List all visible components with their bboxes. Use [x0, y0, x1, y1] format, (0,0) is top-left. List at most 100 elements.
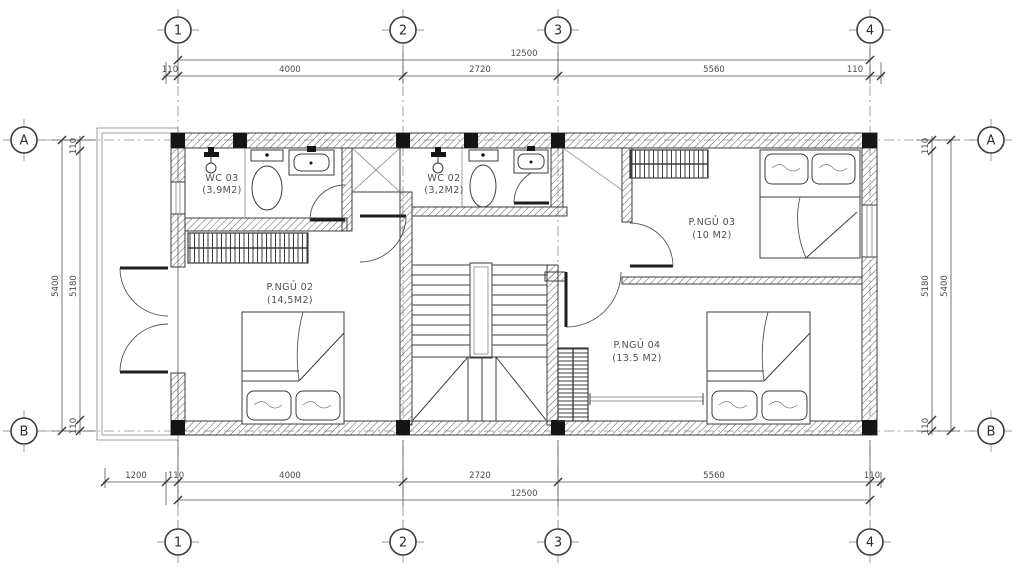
- grid-label: 1: [174, 24, 182, 39]
- grid-label: A: [987, 134, 996, 149]
- dim-total-bottom: 12500: [510, 489, 537, 499]
- room-area: (14,5M2): [267, 295, 313, 306]
- pillow: [711, 390, 758, 421]
- dim-segment: 2720: [469, 65, 491, 75]
- shower-icon: [204, 147, 219, 174]
- wall-top: [170, 132, 878, 149]
- grid-label: 4: [866, 536, 874, 551]
- room-label-wc02: WC 02 (3,2M2): [424, 173, 464, 196]
- column: [233, 133, 247, 148]
- dim-offset: 110: [69, 418, 79, 434]
- door-wc03: [309, 184, 346, 222]
- wall-left-3: [170, 372, 186, 422]
- dim-side-inner: 5180: [69, 275, 79, 297]
- window-left: [170, 181, 186, 215]
- dim-segment: 4000: [279, 471, 301, 481]
- dimensions-top: 12500 110 4000 2720 5560 110: [161, 46, 886, 84]
- columns: [171, 133, 877, 435]
- column: [396, 133, 410, 148]
- dim-segment: 110: [168, 471, 184, 481]
- dim-offset: 110: [921, 418, 931, 434]
- pillow: [761, 390, 808, 421]
- grid-bubble-2-bottom: 2: [382, 521, 424, 563]
- stair-handrail: [469, 262, 493, 359]
- grid-bubble-B-left: B: [3, 410, 45, 452]
- closet-icon: [351, 147, 401, 193]
- column: [171, 133, 185, 148]
- dim-segment: 1200: [125, 471, 147, 481]
- grid-label: 1: [174, 536, 182, 551]
- wall-left-1: [170, 147, 186, 183]
- doors: [119, 167, 674, 374]
- grid-bubble-4-bottom: 4: [849, 521, 891, 563]
- grid-bubble-A-left: A: [3, 119, 45, 161]
- walls: [170, 132, 878, 436]
- dim-segment: 4000: [279, 65, 301, 75]
- grid-bubbles: 1 2 3 4 1 2 3 4 A B: [3, 9, 1012, 563]
- dimensions-right: 110 5180 110 5400: [916, 135, 960, 436]
- grid-label: 3: [554, 536, 562, 551]
- shower-icon: [431, 147, 446, 174]
- dimensions-bottom: 1200 110 4000 2720 5560 110 12500: [100, 440, 886, 506]
- dim-segment: 5560: [703, 65, 725, 75]
- railing-icon: [557, 347, 589, 422]
- bed-icon: [241, 311, 345, 425]
- column: [551, 420, 565, 435]
- grid-bubble-A-right: A: [970, 119, 1012, 161]
- dim-total-top: 12500: [510, 49, 537, 59]
- sink-icon: [513, 146, 549, 174]
- column: [551, 133, 565, 148]
- grid-bubble-4-top: 4: [849, 9, 891, 51]
- wall-stair-top: [411, 206, 568, 217]
- grid-bubble-B-right: B: [970, 410, 1012, 452]
- dim-offset: 110: [69, 138, 79, 154]
- dim-side-outer: 5400: [51, 275, 61, 297]
- room-name: P.NGỦ 02: [267, 281, 314, 293]
- grid-bubble-1-bottom: 1: [157, 521, 199, 563]
- wardrobe-icon: [187, 232, 309, 264]
- toilet-icon: [468, 149, 499, 208]
- pillow: [811, 153, 856, 185]
- door-balcony-double: [119, 266, 169, 374]
- wall-grid3-upper: [550, 147, 564, 208]
- dim-segment: 110: [162, 65, 178, 75]
- fixtures: [204, 146, 549, 218]
- window-right: [861, 204, 878, 258]
- grid-bubble-3-top: 3: [537, 9, 579, 51]
- room-area: (3,2M2): [424, 185, 464, 196]
- wall-grid2: [399, 191, 413, 426]
- balcony: [96, 127, 179, 441]
- room-area: (13.5 M2): [612, 353, 661, 364]
- room-name: P.NGỦ 04: [614, 339, 661, 351]
- room-name: WC 03: [205, 173, 238, 184]
- grid-bubble-2-top: 2: [382, 9, 424, 51]
- wall-bed3-bed4: [621, 276, 863, 285]
- grid-label: 2: [399, 536, 407, 551]
- dim-side-inner: 5180: [921, 275, 931, 297]
- bed-icon: [759, 149, 861, 259]
- room-label-wc03: WC 03 (3,9M2): [202, 173, 242, 196]
- sink-icon: [288, 146, 335, 176]
- door-bedroom02: [359, 214, 407, 263]
- column: [862, 133, 877, 148]
- room-label-pngu04: P.NGỦ 04 (13.5 M2): [612, 339, 661, 364]
- room-name: P.NGỦ 03: [689, 216, 736, 228]
- floor-threshold: [589, 393, 704, 405]
- dim-segment: 2720: [469, 471, 491, 481]
- column: [862, 420, 877, 435]
- door-bedroom04: [564, 271, 622, 328]
- wall-left-2: [170, 213, 186, 268]
- dimensions-left: 5400 110 5180 110: [51, 135, 96, 436]
- dim-segment: 110: [864, 471, 880, 481]
- column: [464, 133, 478, 148]
- room-label-pngu02: P.NGỦ 02 (14,5M2): [267, 281, 314, 306]
- grid-label: A: [20, 134, 29, 149]
- dim-side-outer: 5400: [940, 275, 950, 297]
- column: [171, 420, 185, 435]
- room-labels: WC 03 (3,9M2) WC 02 (3,2M2) P.NGỦ 03 (10…: [202, 173, 735, 364]
- grid-label: 4: [866, 24, 874, 39]
- room-area: (3,9M2): [202, 185, 242, 196]
- grid-bubble-3-bottom: 3: [537, 521, 579, 563]
- grid-label: 2: [399, 24, 407, 39]
